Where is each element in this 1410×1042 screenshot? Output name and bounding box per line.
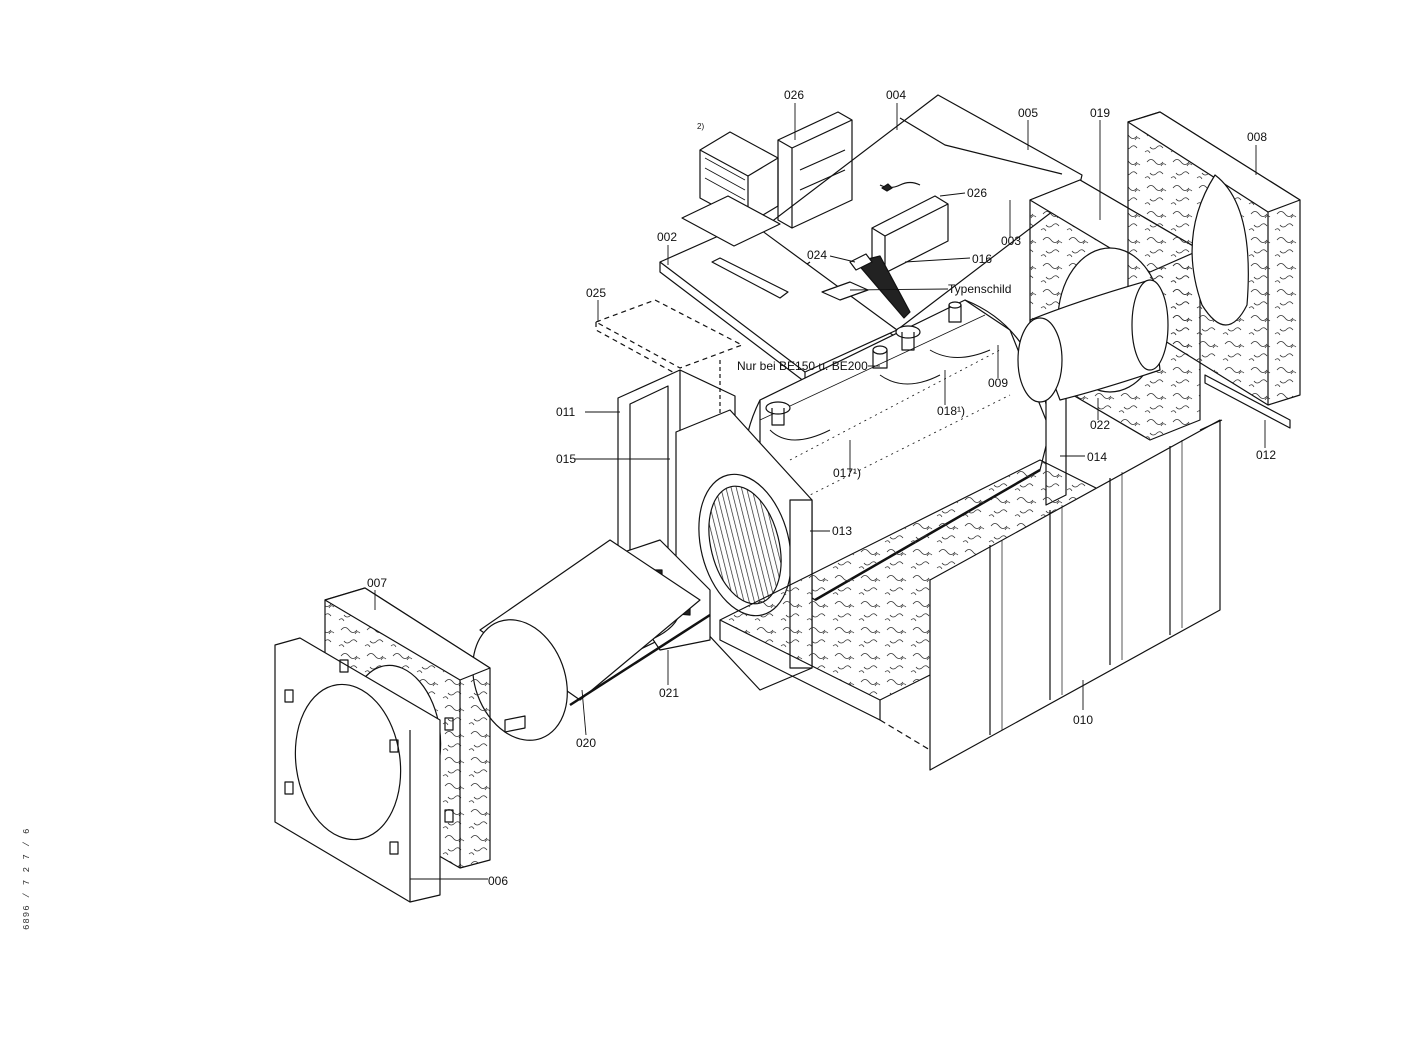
label-019: 019 xyxy=(1090,106,1111,120)
footnote-mark-control-unit: 2) xyxy=(697,122,705,131)
label-020: 020 xyxy=(576,736,597,750)
label-nur-bei: Nur bei BE150 u. BE200 xyxy=(737,359,868,373)
thermostat-024 xyxy=(850,254,910,318)
label-016: 016 xyxy=(972,252,993,266)
leader-lines xyxy=(375,103,1265,879)
label-015: 015 xyxy=(556,452,577,466)
label-004: 004 xyxy=(886,88,907,102)
label-005: 005 xyxy=(1018,106,1039,120)
label-002: 002 xyxy=(657,230,678,244)
side-panel-010 xyxy=(880,420,1222,770)
heater-element-022 xyxy=(1018,280,1168,402)
label-021: 021 xyxy=(659,686,680,700)
tank-connections xyxy=(766,302,961,425)
insulation-panel-008 xyxy=(1128,112,1300,405)
label-008: 008 xyxy=(1247,130,1268,144)
label-011: 011 xyxy=(556,405,576,419)
label-003: 003 xyxy=(1001,234,1022,248)
label-022: 022 xyxy=(1090,418,1111,432)
gasket-025 xyxy=(596,300,742,376)
label-typenschild: Typenschild xyxy=(948,282,1012,296)
label-018: 018¹) xyxy=(937,404,966,418)
label-013: 013 xyxy=(832,524,853,538)
side-reference-code: 6896 / 7 2 7 / 6 xyxy=(22,827,32,930)
label-006: 006 xyxy=(488,874,509,888)
label-026-upper: 026 xyxy=(784,88,805,102)
label-024: 024 xyxy=(807,248,828,262)
label-012: 012 xyxy=(1256,448,1277,462)
cylinder-020 xyxy=(457,540,710,754)
label-014: 014 xyxy=(1087,450,1108,464)
label-025: 025 xyxy=(586,286,607,300)
rail-012 xyxy=(1205,375,1290,428)
front-panel-006 xyxy=(275,638,453,902)
label-007: 007 xyxy=(367,576,388,590)
label-010: 010 xyxy=(1073,713,1094,727)
label-026-lower: 026 xyxy=(967,186,988,200)
control-unit xyxy=(682,132,780,246)
label-009: 009 xyxy=(988,376,1009,390)
bracket-026-upper xyxy=(778,112,852,228)
label-017: 017¹) xyxy=(833,466,862,480)
